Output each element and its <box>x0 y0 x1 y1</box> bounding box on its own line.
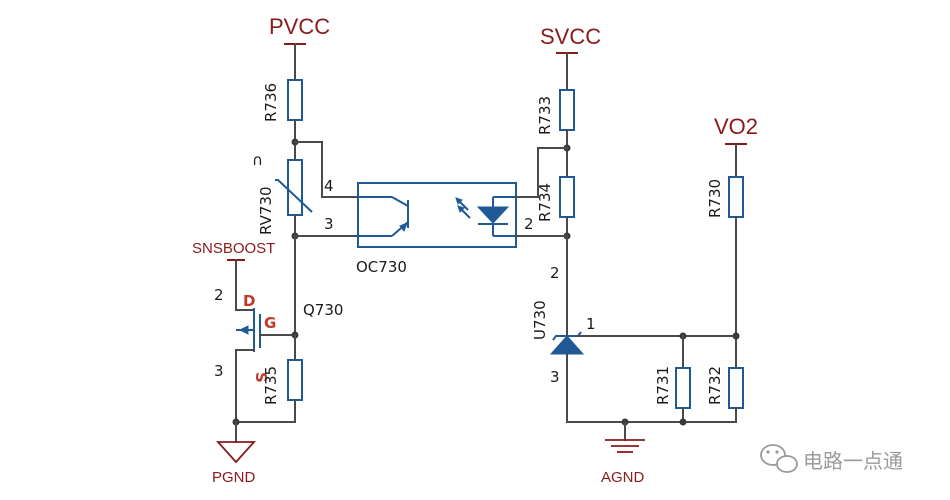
r733-resistor: R733 <box>536 89 575 135</box>
pgnd-label: PGND <box>212 469 256 486</box>
q-pin-g: G <box>264 314 276 332</box>
svcc-rail: SVCC <box>540 24 601 91</box>
varistor-u-icon: ∩ <box>252 151 263 169</box>
r732-resistor: R732 <box>706 366 744 409</box>
oc-pin-3: 3 <box>324 215 334 233</box>
svcc-label: SVCC <box>540 24 601 49</box>
q-pin-d: D <box>243 292 255 310</box>
watermark: 电路一点通 <box>760 444 903 473</box>
oc730-optocoupler: OC730 <box>356 182 517 276</box>
r732-label: R732 <box>706 366 724 405</box>
r736-label: R736 <box>262 83 280 122</box>
u-pin-3: 3 <box>550 368 560 386</box>
r735-resistor: R735 <box>262 334 303 423</box>
vo2-rail: VO2 <box>714 114 758 178</box>
u-pin-2: 2 <box>550 264 560 282</box>
u730-shunt-regulator: U730 <box>531 300 585 355</box>
r735-label: R735 <box>262 366 280 405</box>
q-pin-3: 3 <box>214 362 224 380</box>
oc-pin-2: 2 <box>524 215 534 233</box>
r731-label: R731 <box>654 366 672 405</box>
oc-pin-4: 4 <box>324 177 334 195</box>
rv730-label: RV730 <box>257 187 275 236</box>
agnd-label: AGND <box>601 469 645 486</box>
snsboost-label: SNSBOOST <box>192 240 275 257</box>
agnd-symbol: AGND <box>601 439 645 486</box>
q730-label: Q730 <box>303 301 343 319</box>
pgnd-symbol: PGND <box>212 441 257 486</box>
u730-label: U730 <box>531 300 549 340</box>
r733-label: R733 <box>536 96 554 135</box>
r730-label: R730 <box>706 179 724 218</box>
rv730-varistor: RV730 ∩ <box>252 151 313 236</box>
q730-mosfet <box>235 308 296 352</box>
wechat-icon <box>760 444 798 473</box>
r734-label: R734 <box>536 183 554 222</box>
q-pin-s: S <box>252 372 270 383</box>
r736-resistor: R736 <box>262 79 303 122</box>
r731-resistor: R731 <box>654 366 691 409</box>
r734-resistor: R734 <box>536 176 575 222</box>
q-pin-2: 2 <box>214 286 224 304</box>
u-pin-1: 1 <box>586 315 596 333</box>
watermark-text: 电路一点通 <box>803 449 903 473</box>
r730-resistor: R730 <box>706 176 744 218</box>
pvcc-rail: PVCC <box>269 14 330 81</box>
snsboost-rail: SNSBOOST <box>192 240 275 311</box>
vo2-label: VO2 <box>714 114 758 139</box>
oc730-label: OC730 <box>356 258 407 276</box>
pvcc-label: PVCC <box>269 14 330 39</box>
